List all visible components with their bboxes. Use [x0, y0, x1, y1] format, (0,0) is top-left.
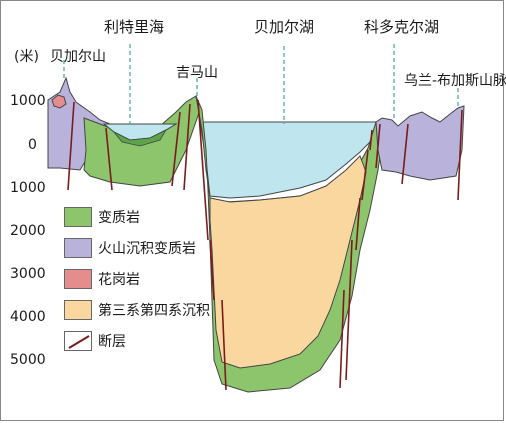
granite-body: [51, 94, 67, 109]
legend-granite: 花岗岩: [64, 267, 140, 291]
fault-lines: [67, 99, 463, 391]
y-tick: 3000: [10, 266, 46, 282]
legend-label: 花岗岩: [98, 272, 140, 288]
legend-swatch-volcanic: [64, 238, 92, 258]
y-tick: 0: [28, 137, 37, 153]
legend-volcanic: 火山沉积变质岩: [64, 236, 196, 260]
label-ulan-bugasi: 乌兰-布加斯山脉: [404, 73, 506, 89]
y-tick: 4000: [10, 309, 46, 325]
y-tick: 1000: [10, 93, 46, 109]
volcanic-right-body: [375, 105, 465, 181]
legend-swatch-sediment: [64, 300, 92, 320]
legend-label: 火山沉积变质岩: [98, 241, 196, 257]
y-tick: 5000: [10, 352, 46, 368]
legend-label: 断层: [98, 334, 126, 350]
legend-label: 第三系第四系沉积: [98, 303, 210, 319]
label-baikal-mountains: 贝加尔山: [50, 49, 106, 65]
legend-sediment: 第三系第四系沉积: [64, 298, 210, 322]
legend-swatch-fault: [64, 331, 92, 351]
legend-label: 变质岩: [98, 210, 140, 226]
label-lake-kodokar: 科多克尔湖: [364, 18, 440, 36]
y-tick: 1000: [10, 180, 46, 196]
label-lake-baikal: 贝加尔湖: [254, 18, 315, 36]
y-unit-label: (米): [14, 49, 39, 65]
guide-lines: [63, 44, 459, 124]
y-tick: 2000: [10, 223, 46, 239]
legend-swatch-metamorphic: [64, 207, 92, 227]
left-basin-lens: [113, 129, 168, 147]
label-litelihai: 利特里海: [104, 18, 165, 36]
legend-swatch-granite: [64, 269, 92, 289]
legend-fault: 断层: [64, 329, 126, 353]
label-jima-mountain: 吉马山: [176, 65, 218, 81]
sediment-fill: [209, 155, 367, 369]
legend-metamorphic: 变质岩: [64, 205, 140, 229]
